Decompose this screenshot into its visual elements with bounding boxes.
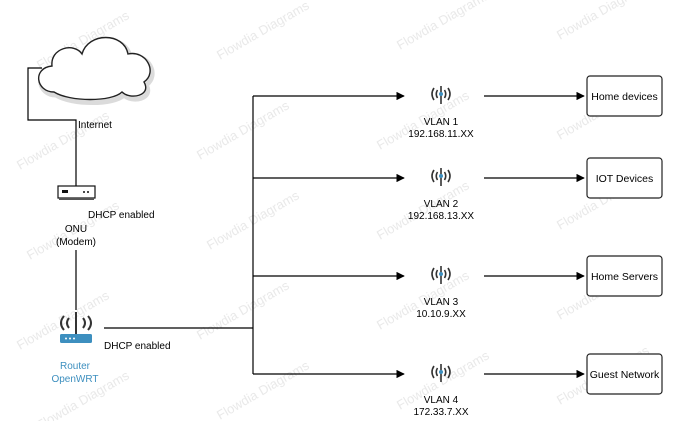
vlan-subnet: 172.33.7.XX [413,407,468,418]
cloud-icon [38,36,155,105]
internet-label: Internet [78,120,112,131]
target-label: Home devices [591,91,658,103]
vlan-name: VLAN 2 [424,199,459,210]
modem-icon [57,185,96,200]
antenna-icon [431,266,451,284]
vlan-name: VLAN 4 [424,395,459,406]
target-box [586,353,663,395]
watermark-text: Flowdia Diagrams [394,0,492,53]
vlan-row: VLAN 310.10.9.XX Home Servers [253,255,663,320]
router-name-line1: Router [60,361,91,372]
onu-dhcp-label: DHCP enabled [88,210,155,221]
vlan-subnet: 10.10.9.XX [416,309,466,320]
watermark-text: Flowdia Diagrams [194,277,292,342]
target-box [586,157,663,199]
onu-name-line2: (Modem) [56,237,96,248]
wifi-router-icon [60,312,92,343]
target-box [586,75,663,117]
vlan-subnet: 192.168.11.XX [408,129,474,140]
target-label: Home Servers [591,271,658,283]
watermark-text: Flowdia Diagrams [554,0,652,43]
vlan-subnet: 192.168.13.XX [408,211,474,222]
target-label: Guest Network [590,369,660,381]
onu-name-line1: ONU [65,224,87,235]
watermark-text: Flowdia Diagrams [214,357,312,421]
antenna-icon [431,364,451,382]
router-name-line2: OpenWRT [51,374,98,385]
watermark-text: Flowdia Diagrams [214,0,312,63]
watermark-text: Flowdia Diagrams [194,97,292,162]
vlan-name: VLAN 3 [424,297,459,308]
router-dhcp-label: DHCP enabled [104,341,171,352]
target-box [586,255,663,297]
antenna-icon [431,86,451,104]
target-label: IOT Devices [596,173,654,185]
internet-link [27,67,77,186]
antenna-icon [431,168,451,186]
watermark-text: Flowdia Diagrams [14,107,112,172]
vlan-name: VLAN 1 [424,117,459,128]
